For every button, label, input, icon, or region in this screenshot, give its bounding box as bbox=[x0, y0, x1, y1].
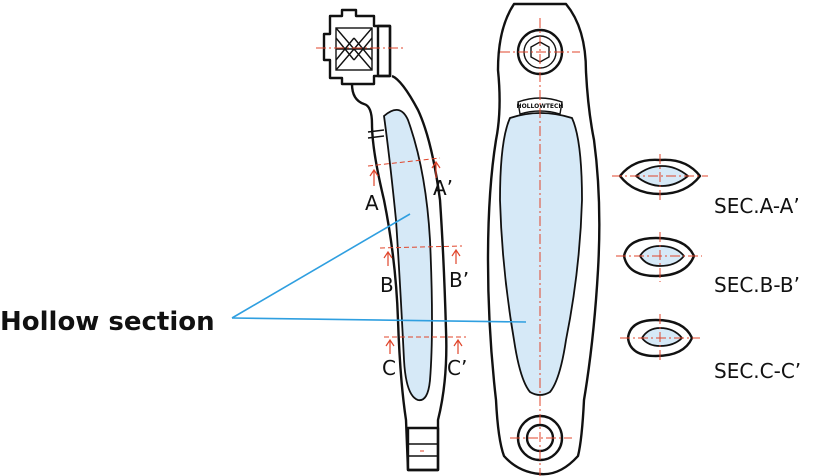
arrow-b-left bbox=[383, 250, 393, 266]
hollow-section-leaders bbox=[231, 213, 527, 323]
label-section-b-right: B’ bbox=[449, 268, 469, 292]
label-sec-b: SEC.B-B’ bbox=[714, 273, 800, 297]
cross-section-b bbox=[616, 232, 702, 282]
arrow-a-left bbox=[369, 168, 379, 186]
leader-to-front-view bbox=[231, 317, 527, 323]
arrow-c-left bbox=[385, 338, 395, 354]
cut-line-a bbox=[367, 157, 441, 167]
side-view-top-boss bbox=[322, 8, 392, 86]
label-section-a-left: A bbox=[365, 191, 379, 215]
arrow-a-right bbox=[431, 160, 441, 178]
label-section-b-left: B bbox=[380, 273, 394, 297]
side-view-bottom-boss bbox=[406, 426, 440, 472]
brand-logo-text: HOLLOWTECH bbox=[517, 103, 564, 110]
brand-cap bbox=[517, 97, 563, 115]
label-section-c-left: C bbox=[382, 356, 396, 380]
arrow-c-right bbox=[453, 338, 463, 354]
label-sec-c: SEC.C-C’ bbox=[714, 359, 801, 383]
cross-section-a bbox=[612, 154, 708, 200]
hollow-section-label: Hollow section bbox=[0, 307, 215, 337]
arrow-b-right bbox=[451, 248, 461, 264]
label-section-c-right: C’ bbox=[447, 356, 467, 380]
cut-line-b bbox=[379, 245, 463, 249]
crank-front-view: HOLLOWTECH bbox=[486, 2, 601, 476]
side-view-arm-outline bbox=[350, 74, 448, 472]
side-view-flange bbox=[376, 24, 392, 78]
leader-to-side-view bbox=[231, 213, 411, 319]
crank-side-view: A A’ B B’ C C’ bbox=[316, 8, 469, 472]
label-sec-a: SEC.A-A’ bbox=[714, 194, 800, 218]
label-section-a-right: A’ bbox=[433, 176, 453, 200]
cross-section-c bbox=[620, 314, 700, 362]
front-view-hollow-cavity bbox=[499, 112, 583, 396]
